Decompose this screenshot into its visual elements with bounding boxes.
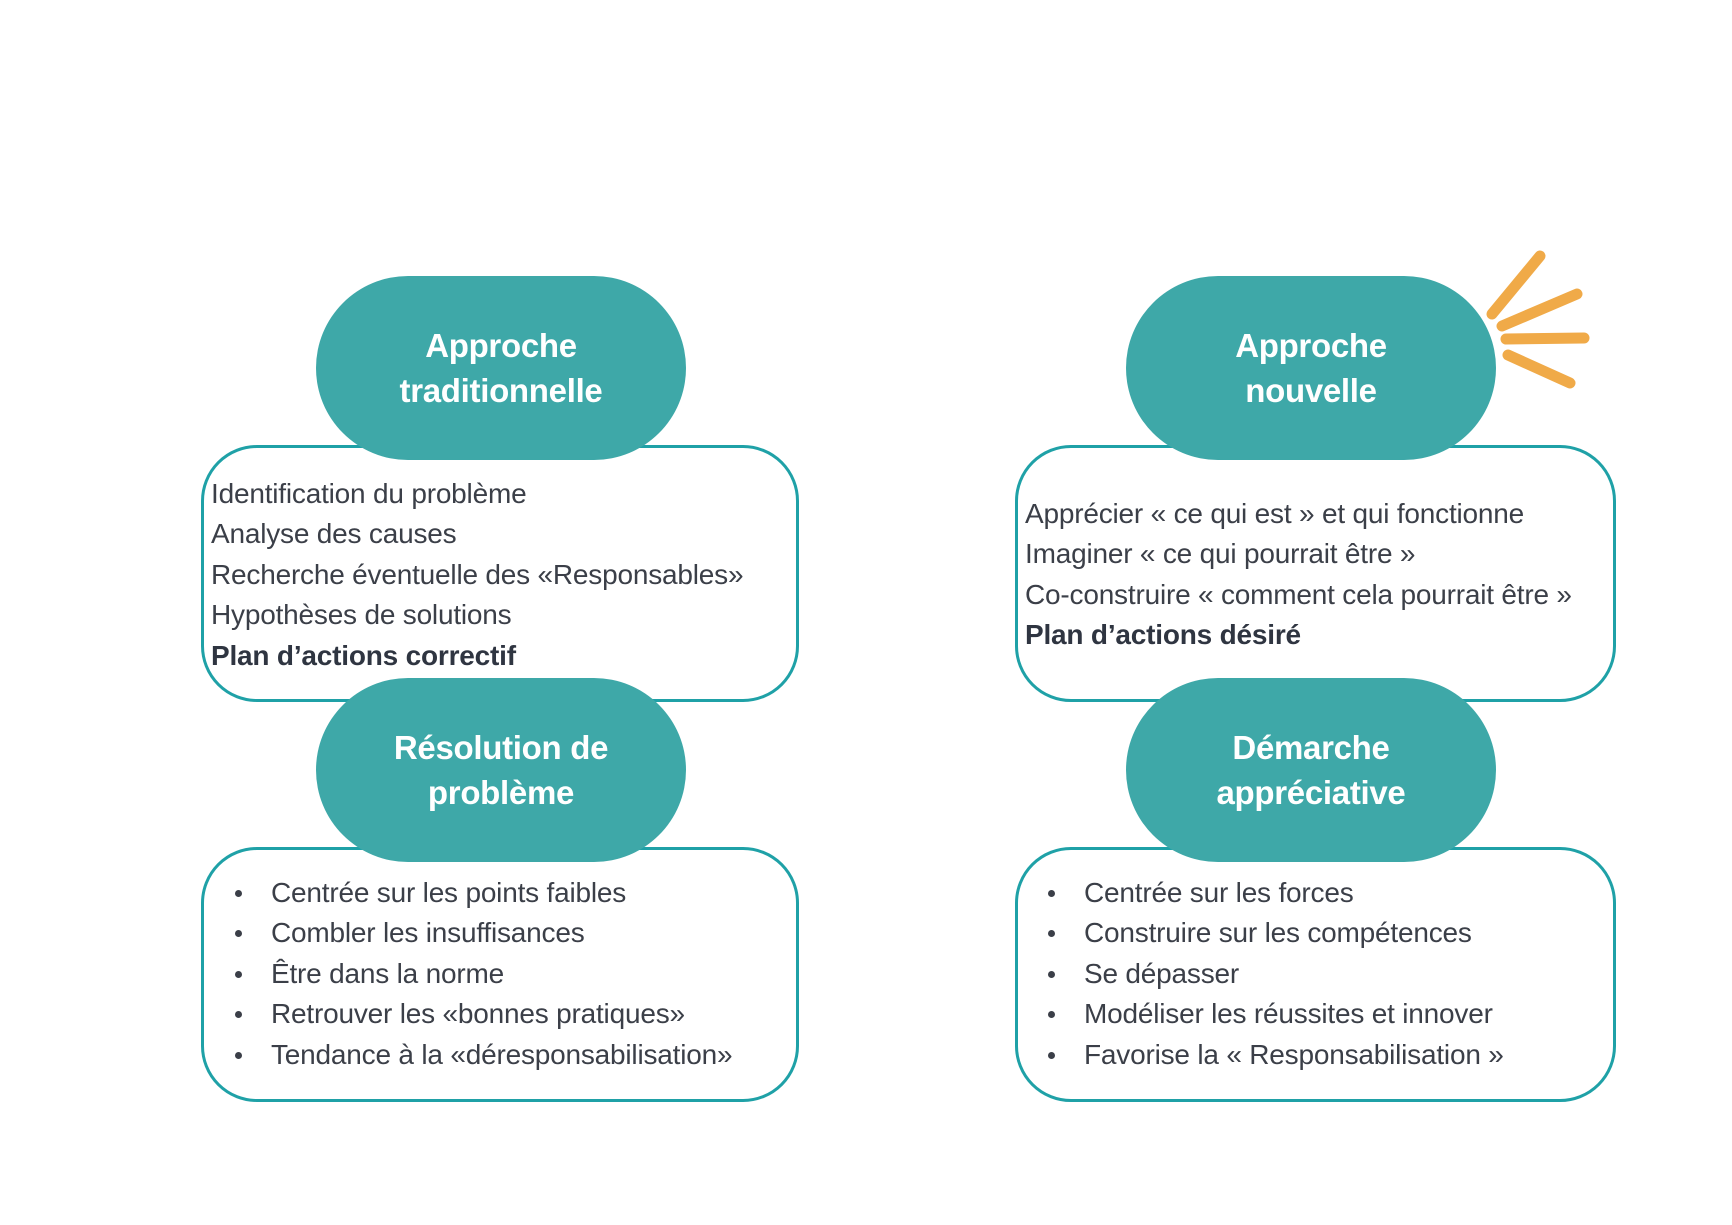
list-item: Analyse des causes: [211, 518, 457, 550]
pill-approche-nouvelle: Approche nouvelle: [1126, 276, 1496, 460]
list-item: Centrée sur les forces: [1048, 873, 1504, 913]
list-item: Tendance à la «déresponsabilisation»: [235, 1035, 733, 1075]
left-characteristics-list: Centrée sur les points faibles Combler l…: [235, 873, 733, 1075]
pill-resolution-de-probleme: Résolution de problème: [316, 678, 686, 862]
sun-rays-icon: [1486, 250, 1590, 389]
list-item: Construire sur les compétences: [1048, 913, 1504, 953]
pill-title-line1: Approche: [1235, 327, 1387, 364]
list-item: Être dans la norme: [235, 954, 732, 994]
list-item: Se dépasser: [1048, 954, 1504, 994]
pill-title-line1: Démarche: [1232, 729, 1390, 766]
right-steps-list: Apprécier « ce qui est » et qui fonction…: [1025, 494, 1572, 656]
list-item-conclusion: Plan d’actions désiré: [1025, 619, 1301, 651]
left-steps-list: Identification du problème Analyse des c…: [211, 474, 744, 676]
pill-title-line2: appréciative: [1216, 774, 1406, 811]
list-item: Centrée sur les points faibles: [235, 873, 732, 913]
list-item: Co-construire « comment cela pourrait êt…: [1025, 578, 1572, 610]
list-item: Recherche éventuelle des «Responsables»: [211, 558, 744, 590]
left-steps-box: Identification du problème Analyse des c…: [201, 445, 799, 702]
right-steps-box: Apprécier « ce qui est » et qui fonction…: [1015, 445, 1616, 702]
list-item: Identification du problème: [211, 478, 527, 509]
pill-title-line1: Approche: [425, 327, 577, 364]
list-item: Modéliser les réussites et innover: [1048, 994, 1504, 1034]
list-item-conclusion: Plan d’actions correctif: [211, 639, 516, 671]
list-item: Retrouver les «bonnes pratiques»: [235, 994, 732, 1034]
pill-approche-traditionnelle: Approche traditionnelle: [316, 276, 686, 460]
pill-title-line2: problème: [427, 774, 575, 811]
list-item: Combler les insuffisances: [235, 913, 732, 953]
pill-title-line1: Résolution de: [393, 729, 609, 766]
pill-title-line2: traditionnelle: [399, 372, 603, 409]
left-characteristics-box: Centrée sur les points faibles Combler l…: [201, 847, 799, 1102]
list-item: Imaginer « ce qui pourrait être »: [1025, 538, 1416, 570]
right-characteristics-box: Centrée sur les forces Construire sur le…: [1015, 847, 1616, 1102]
pill-title-line2: nouvelle: [1245, 372, 1377, 409]
right-characteristics-list: Centrée sur les forces Construire sur le…: [1048, 873, 1504, 1075]
pill-demarche-appreciative: Démarche appréciative: [1126, 678, 1496, 862]
list-item: Favorise la « Responsabilisation »: [1048, 1035, 1504, 1075]
list-item: Hypothèses de solutions: [211, 599, 512, 631]
list-item: Apprécier « ce qui est » et qui fonction…: [1025, 498, 1525, 529]
